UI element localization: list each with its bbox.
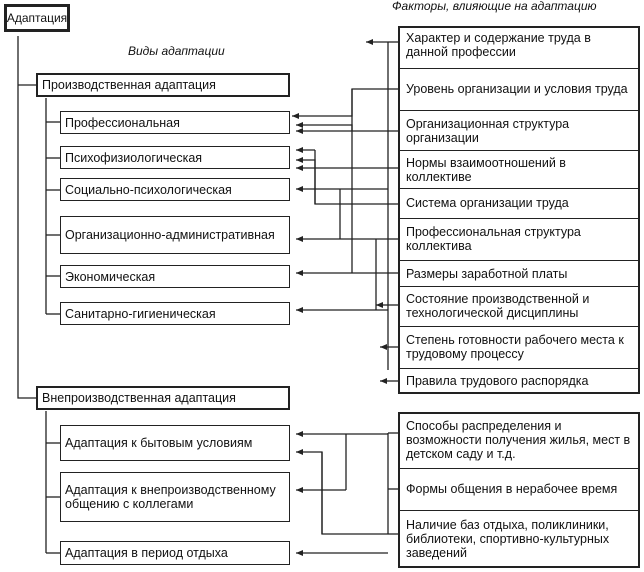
factor-work-nature: Характер и содержание труда в данной про… — [406, 31, 591, 59]
item-sanitary: Санитарно-гигиеническая — [60, 302, 290, 325]
factor-work-system: Система организации труда — [400, 188, 638, 216]
factor-workplace: Степень готовности рабочего места к труд… — [400, 326, 638, 366]
item-professional: Профессиональная — [60, 111, 290, 134]
factor-salary: Размеры заработной платы — [400, 260, 638, 286]
factor-leisure-facilities: Наличие баз отдыха, поликлиники, библиот… — [400, 510, 638, 566]
factor-rules: Правила трудового распорядка — [400, 368, 638, 392]
nonproduction-factors-panel — [398, 412, 640, 568]
item-communication: Адаптация к внепроизводственному общению… — [60, 472, 290, 522]
root-adaptation: Адаптация — [4, 4, 70, 32]
production-adaptation: Производственная адаптация — [36, 73, 290, 97]
header-types: Виды адаптации — [128, 44, 225, 58]
factor-org-structure: Организационная структура организации — [400, 110, 638, 150]
item-socio-psychological: Социально-психологическая — [60, 178, 290, 201]
nonproduction-adaptation: Внепроизводственная адаптация — [36, 386, 290, 410]
production-factors-panel — [398, 26, 640, 394]
header-factors: Факторы, влияющие на адаптацию — [392, 0, 597, 13]
item-psychophysiological: Психофизиологическая — [60, 146, 290, 169]
item-household: Адаптация к бытовым условиям — [60, 425, 290, 461]
factor-communication-forms: Формы общения в нерабочее время — [400, 468, 638, 508]
factor-prof-structure: Профессиональная структура коллектива — [400, 218, 638, 258]
item-organizational: Организационно-административная — [60, 216, 290, 254]
item-economic: Экономическая — [60, 265, 290, 288]
factor-norms: Нормы взаимоотношений в коллективе — [400, 150, 638, 188]
factor-housing: Способы распределения и возможности полу… — [406, 419, 631, 461]
factor-discipline: Состояние производственной и технологиче… — [400, 286, 638, 324]
factor-work-conditions: Уровень организации и условия труда — [400, 68, 638, 108]
item-rest: Адаптация в период отдыха — [60, 541, 290, 565]
